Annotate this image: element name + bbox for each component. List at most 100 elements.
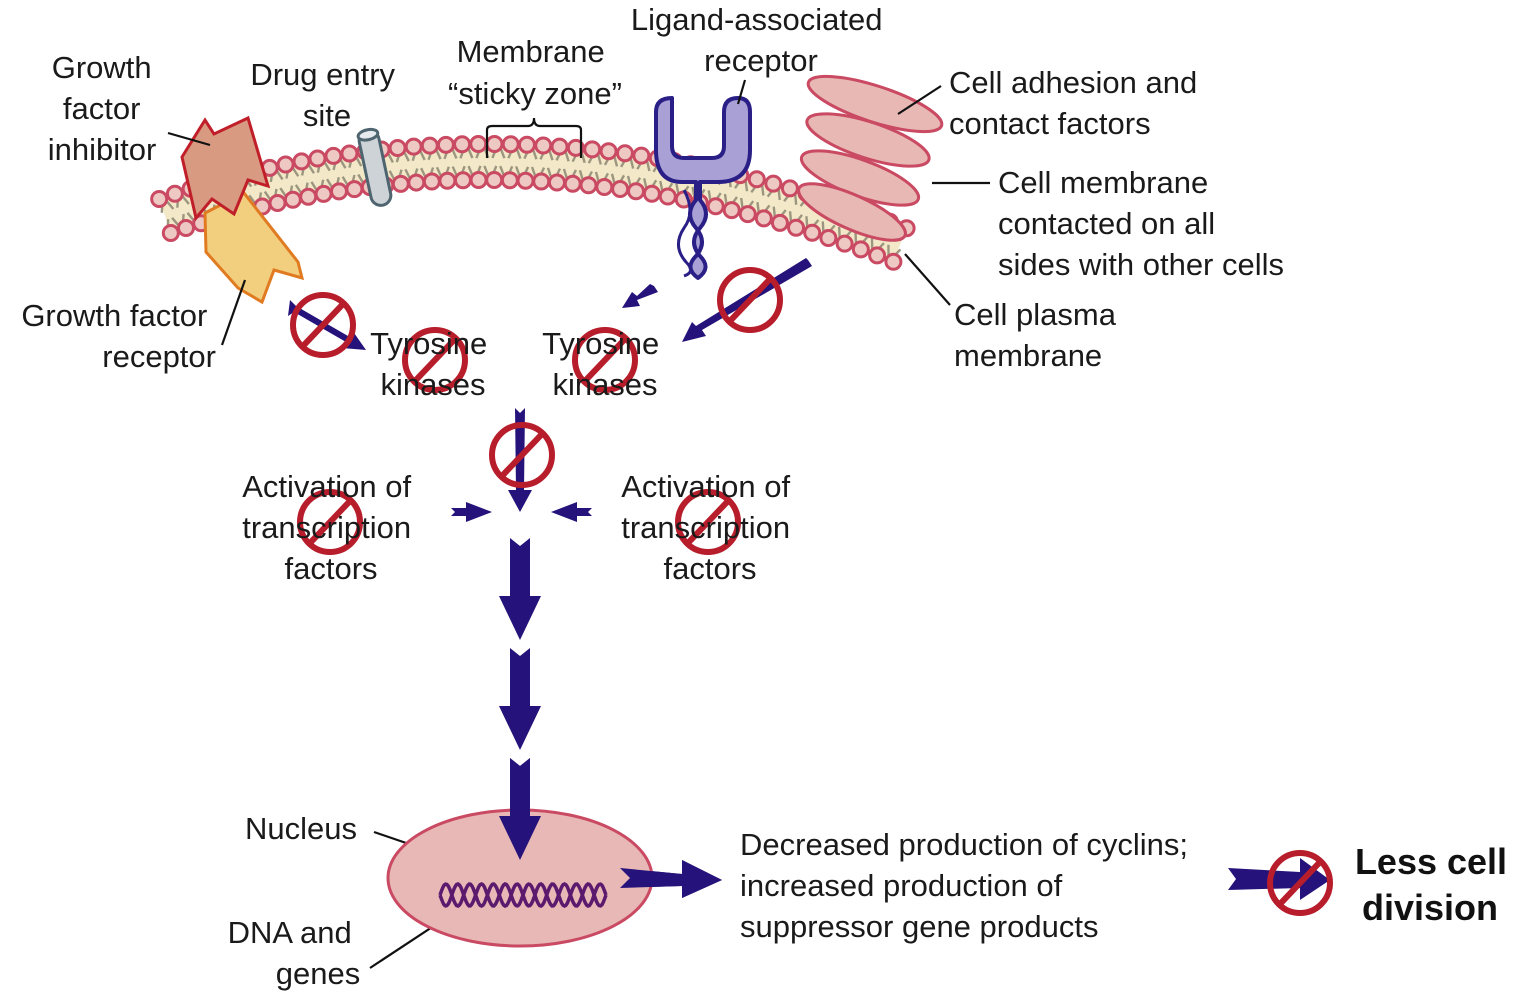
label-tyrosine-kinases-left: Tyrosine kinases [370, 326, 496, 402]
lipid-tail [837, 226, 841, 238]
phospholipid-head [485, 171, 504, 190]
lipid-tail [744, 180, 749, 192]
labels: Growth factor inhibitor Drug entry site … [21, 2, 1517, 991]
lipid-tail [793, 193, 798, 205]
phospholipid-head [770, 213, 789, 232]
phospholipid-head [627, 182, 646, 201]
phospholipid-head [534, 136, 553, 155]
ligand-associated-receptor-shape [654, 96, 752, 280]
phospholipid-head [754, 209, 773, 228]
phospholipid-head [868, 246, 887, 265]
arrow-ligand-to-tk [622, 284, 658, 308]
phospholipid-head [532, 172, 551, 191]
phospholipid-head [176, 218, 195, 237]
cell-adhesion-factors [797, 74, 944, 242]
phospholipid-head [150, 189, 169, 208]
arrow-to-result [1228, 858, 1330, 900]
phospholipid-head [611, 179, 630, 198]
leader-plasma-membrane [904, 253, 951, 306]
label-result: Less cell division [1355, 841, 1517, 928]
phospholipid-head [563, 174, 582, 193]
phospholipid-head [501, 135, 520, 154]
phospholipid-head [835, 234, 854, 253]
arrow-into-nucleus [499, 758, 541, 860]
label-tyrosine-kinases-right: Tyrosine kinases [542, 326, 668, 402]
phospholipid-head [436, 135, 455, 154]
label-drug-entry-site: Drug entry site [250, 57, 403, 133]
no-entry-icon-adhesion [720, 270, 780, 330]
phospholipid-head [324, 146, 343, 165]
lipid-tail [788, 211, 793, 223]
phospholipid-head [747, 170, 766, 189]
dna-strand [438, 882, 608, 908]
leader-adhesion [897, 85, 942, 115]
phospholipid-head [314, 184, 333, 203]
phospholipid-head [764, 174, 783, 193]
phospholipid-head [469, 171, 488, 190]
label-ligand-associated-receptor: Ligand-associated receptor [631, 2, 891, 78]
phospholipid-head [453, 171, 472, 190]
label-activation-tf-left: Activation of transcription factors [242, 469, 420, 586]
label-activation-tf-right: Activation of transcription factors [621, 469, 799, 586]
phospholipid-head [161, 224, 180, 243]
phospholipid-head [851, 240, 870, 259]
phospholipid-head [420, 136, 439, 155]
leader-inhibitor [167, 131, 211, 147]
phospholipid-head [276, 155, 295, 174]
phospholipid-head [500, 171, 519, 190]
lipid-tail [805, 216, 809, 228]
lipid-tail [760, 184, 765, 196]
phospholipid-head [803, 223, 822, 242]
label-growth-factor-inhibitor: Growth factor inhibitor [48, 50, 161, 167]
phospholipid-head [738, 205, 757, 224]
phospholipid-head [787, 218, 806, 237]
phospholipid-head [579, 176, 598, 195]
phospholipid-head [632, 146, 651, 165]
label-outcome: Decreased production of cyclins; increas… [740, 827, 1197, 944]
phospholipid-head [292, 152, 311, 171]
phospholipid-head [550, 137, 569, 156]
label-cell-membrane-contacted: Cell membrane contacted on all sides wit… [998, 165, 1284, 282]
phospholipid-head [722, 201, 741, 220]
phospholipid-head [345, 180, 364, 199]
phospholipid-head [407, 173, 426, 192]
phospholipid-head [547, 173, 566, 192]
arrow-from-nucleus [620, 860, 722, 898]
arrow-down-2 [499, 648, 541, 750]
phospholipid-head [391, 174, 410, 193]
phospholipid-head [469, 135, 488, 154]
phospholipid-head [340, 144, 359, 163]
phospholipid-head [884, 252, 903, 271]
phospholipid-head [422, 172, 441, 191]
lipid-tail [777, 189, 781, 201]
lipid-tail [756, 202, 760, 214]
sticky-zone-bracket [485, 117, 583, 158]
label-nucleus: Nucleus [245, 811, 357, 846]
phospholipid-head [516, 171, 535, 190]
phospholipid-head [583, 140, 602, 159]
phospholipid-head [658, 187, 677, 206]
label-membrane-sticky-zone: Membrane “sticky zone” [448, 34, 622, 111]
label-cell-adhesion: Cell adhesion and contact factors [949, 65, 1206, 141]
phospholipid-head [642, 184, 661, 203]
phospholipid-head [599, 142, 618, 161]
phospholipid-head [780, 179, 799, 198]
growth-factor-receptor-shape [203, 191, 305, 305]
phospholipid-head [438, 171, 457, 190]
phospholipid-head [329, 182, 348, 201]
phospholipid-head [308, 149, 327, 168]
phospholipid-head [299, 187, 318, 206]
phospholipid-head [283, 190, 302, 209]
no-entry-icon-gfr [293, 295, 353, 355]
label-growth-factor-receptor: Growth factor receptor [21, 298, 216, 374]
phospholipid-head [706, 197, 725, 216]
leader-gf-receptor [220, 279, 247, 346]
phospholipid-head [485, 135, 504, 154]
phospholipid-head [595, 177, 614, 196]
dna-helix [438, 882, 608, 908]
drug-entry-channel [356, 127, 393, 207]
phospholipid-head [517, 135, 536, 154]
phospholipid-head [388, 138, 407, 157]
phospholipid-head [453, 135, 472, 154]
